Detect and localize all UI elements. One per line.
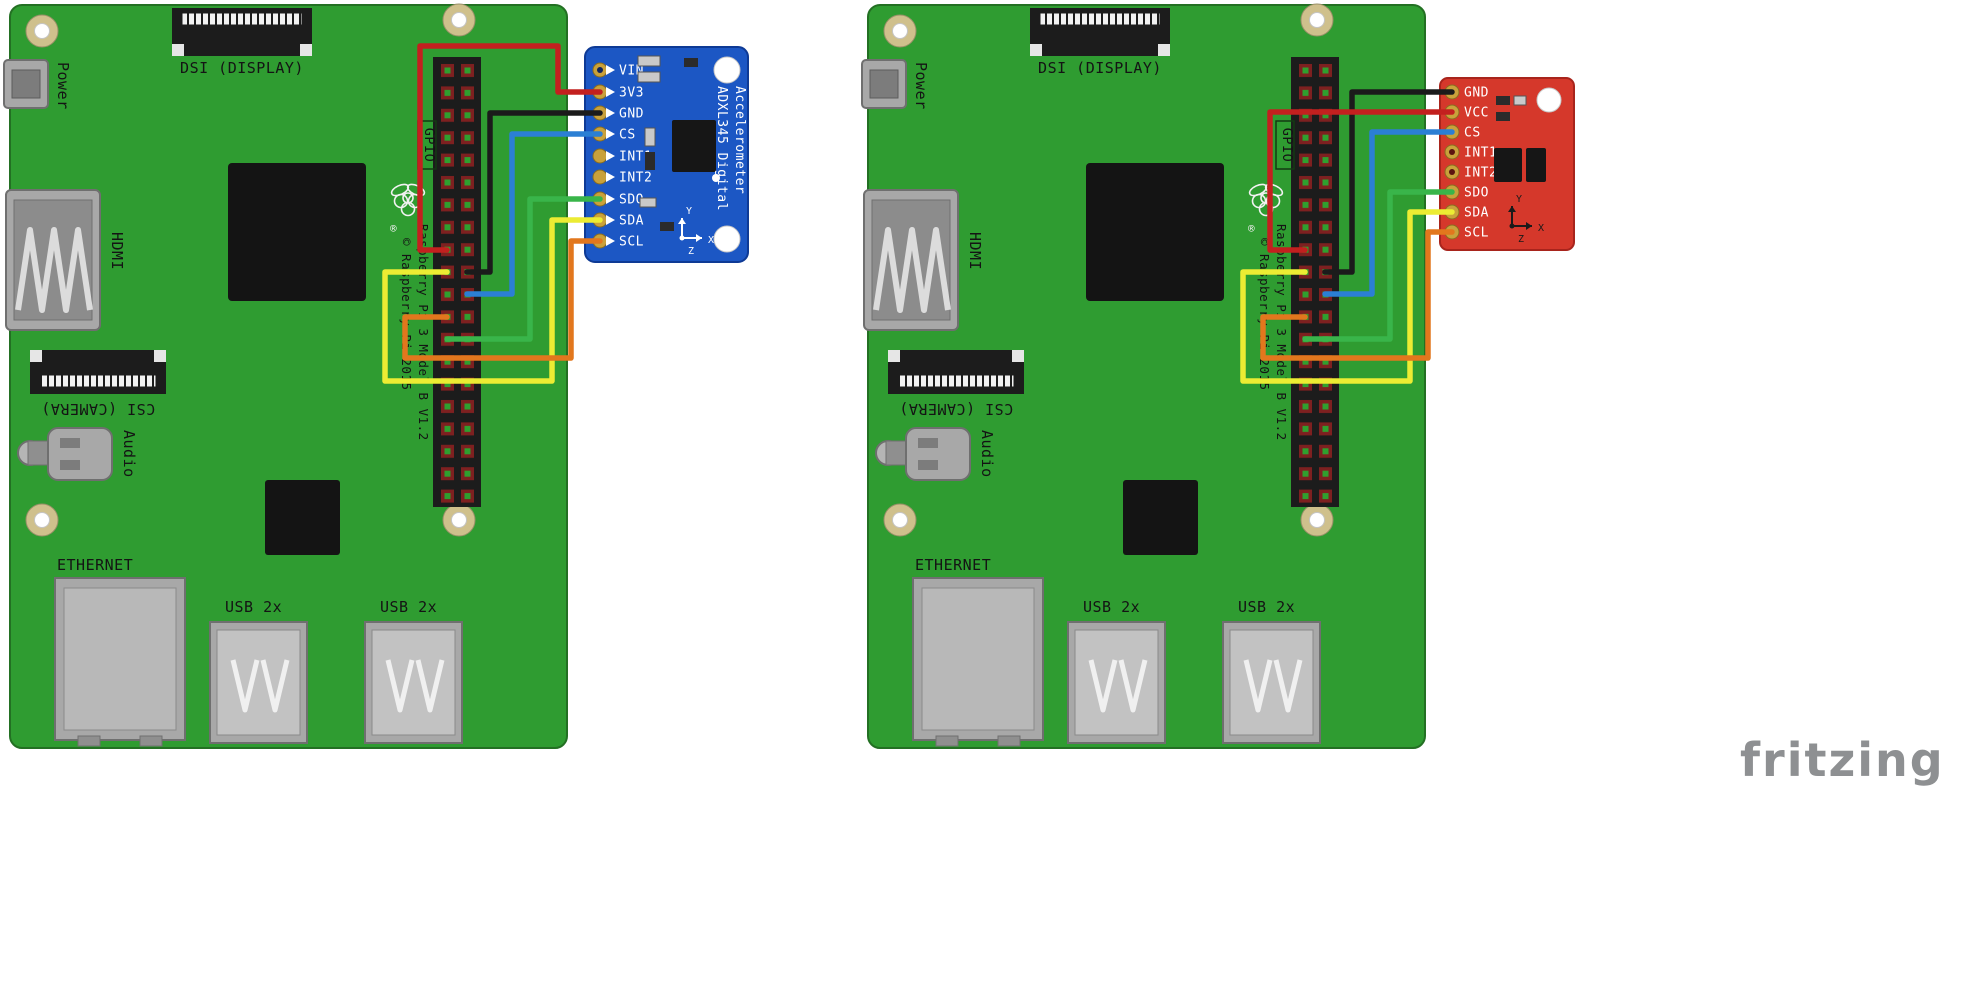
wire-left-scl[interactable] — [402, 238, 603, 361]
pin-label-int2: INT2 — [619, 171, 652, 186]
pin-label-gnd: GND — [619, 107, 644, 122]
pin-label-int1: INT1 — [1464, 146, 1497, 161]
wire-right-scl[interactable] — [1260, 229, 1455, 361]
raspberry-pi-left[interactable] — [4, 4, 567, 748]
axis-x-label: X — [1538, 223, 1544, 234]
wire-left-sda[interactable] — [382, 217, 603, 384]
pin-arrow-icon — [606, 65, 615, 246]
pin-label-int1: INT1 — [619, 150, 652, 165]
blue-breakout-pcb[interactable] — [584, 46, 749, 263]
pin-label-scl: SCL — [619, 235, 644, 250]
wire-left-cs[interactable] — [464, 131, 603, 297]
axis-indicator-icon: X Y Z — [1508, 194, 1544, 245]
adxl345-breakout-red[interactable]: GND VCC CS INT1 INT2 SDO SDA SCL X Y Z — [1439, 77, 1575, 251]
raspberry-pi-right[interactable] — [862, 4, 1425, 748]
pin-label-gnd: GND — [1464, 86, 1489, 101]
wire-right-gnd[interactable] — [1322, 89, 1455, 275]
pin-label-cs: CS — [619, 128, 636, 143]
axis-z-label: Z — [688, 246, 694, 257]
wire-right-sdo[interactable] — [1302, 189, 1455, 342]
wire-left-3v3[interactable] — [417, 43, 603, 253]
mounting-hole — [1536, 87, 1562, 113]
wire-left-gnd[interactable] — [464, 110, 603, 275]
mounting-hole — [713, 56, 741, 84]
mounting-hole — [713, 225, 741, 253]
wire-left-sdo[interactable] — [444, 196, 603, 342]
wires-left — [382, 43, 603, 384]
pin-label-vin: VIN — [619, 64, 644, 79]
axis-indicator-icon: X Y Z — [678, 206, 714, 257]
pin-label-int2: INT2 — [1464, 166, 1497, 181]
pin-label-sda: SDA — [619, 214, 644, 229]
wire-right-vcc[interactable] — [1267, 109, 1455, 253]
axis-y-label: Y — [686, 206, 692, 217]
fritzing-wordmark: fritzing — [1740, 733, 1945, 787]
axis-z-label: Z — [1518, 234, 1524, 245]
axis-x-label: X — [708, 235, 714, 246]
smd-components — [637, 55, 720, 231]
adxl345-breakout-blue[interactable]: VIN 3V3 GND CS INT1 INT2 SDO SDA SCL ADX… — [584, 46, 749, 263]
wire-right-cs[interactable] — [1322, 129, 1455, 297]
pin-label-scl: SCL — [1464, 226, 1489, 241]
pin-label-3v3: 3V3 — [619, 86, 644, 101]
blue-board-title-line2: Accelerometer — [732, 86, 747, 194]
wires-right — [1240, 89, 1455, 384]
pin-label-vcc: VCC — [1464, 106, 1489, 121]
wire-right-sda[interactable] — [1240, 209, 1455, 384]
pin-label-sdo: SDO — [619, 193, 644, 208]
pin-label-sdo: SDO — [1464, 186, 1489, 201]
axis-y-label: Y — [1516, 194, 1522, 205]
pin-label-cs: CS — [1464, 126, 1481, 141]
smd-components — [1494, 95, 1546, 182]
pin-label-sda: SDA — [1464, 206, 1489, 221]
blue-board-title-line1: ADXL345 Digital — [714, 86, 729, 211]
